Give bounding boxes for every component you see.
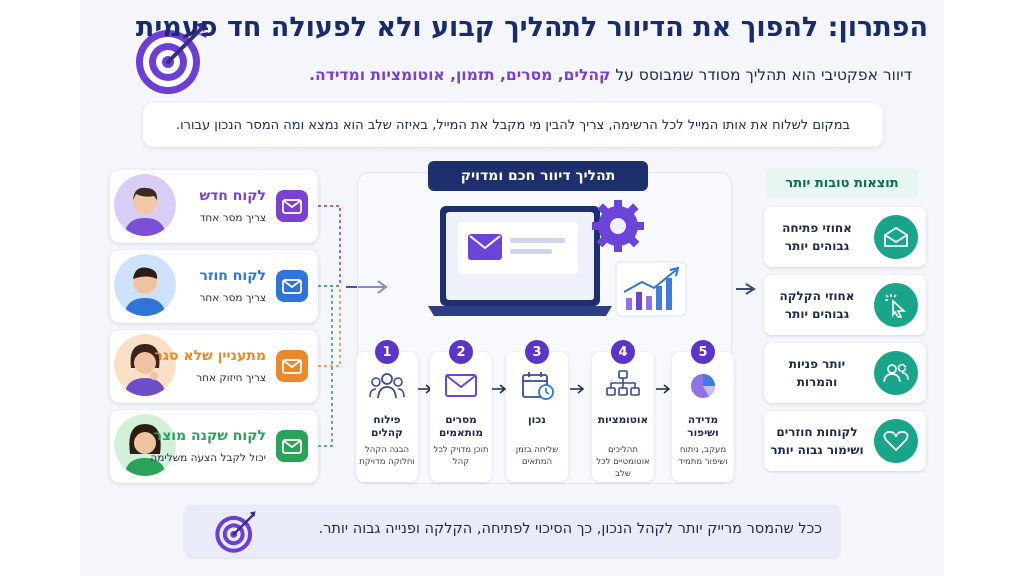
audience-subtitle: צריך חיזוק אחר [196,372,266,384]
step-number: 1 [375,340,399,364]
envelope-icon [276,190,308,222]
page-subtitle: דיוור אפקטיבי הוא תהליך מסודר שמבוסס על … [309,66,912,84]
step-description: הבנה הקהל וחלוקה מדויקת [359,445,415,467]
users-icon [874,351,918,395]
audience-card-purchased: לקוח שקנה מוצר יכול לקבל הצעה משלימה [110,410,318,483]
result-item-open-rate: אחוזי פתיחה גבוהים יותר [764,207,926,267]
step-title: מדידה ושיפור [687,414,719,439]
envelope-icon [276,270,308,302]
open-mail-icon [874,215,918,259]
step-description: מעקב, ניתוח ושיפור מתמיד [678,445,728,467]
process-step-1: 1 פילוח קהלים הבנה הקהל וחלוקה מדויקת [356,340,418,482]
audience-card-returning: לקוח חוזר צריך מסר אחר [110,250,318,323]
subtitle-text: דיוור אפקטיבי הוא תהליך מסודר שמבוסס על [610,66,912,84]
step-description: תהליכים אוטומטיים לכל שלב [596,445,650,479]
result-text: אחוזי פתיחה גבוהים יותר [782,221,852,253]
calendar-clock-icon [522,372,554,400]
envelope-icon [276,350,308,382]
pie-chart-icon [691,374,715,398]
results-label: תוצאות טובות יותר [766,168,918,198]
process-step-5: 5 מדידה ושיפור מעקב, ניתוח ושיפור מתמיד [672,340,734,482]
audience-title: לקוח שקנה מוצר [153,428,266,444]
audience-card-new: לקוח חדש צריך מסר אחד [110,170,318,243]
step-description: תוכן מדויק לכל קהל [433,445,489,467]
process-step-2: 2 מסרים מותאמים תוכן מדויק לכל קהל [430,340,492,482]
audience-title: מתעניין שלא סגר [154,348,266,364]
process-step-4: 4 אוטומציות תהליכים אוטומטיים לכל שלב [592,340,654,482]
envelope-icon [276,430,308,462]
step-title: פילוח קהלים [371,414,403,439]
step-arrows [418,384,671,394]
avatar [114,334,176,396]
result-item-click-rate: אחוזי הקלקה גבוהים יותר [764,275,926,335]
result-text: לקוחות חוזרים ושימור גבוה יותר [770,425,864,457]
flow-icon [606,370,640,396]
intro-box: במקום לשלוח את אותו המייל לכל הרשימה, צר… [143,103,883,147]
step-title: אוטומציות [597,414,649,426]
step-number: 2 [449,340,473,364]
step-title: מסרים מותאמים [438,414,484,439]
process-step-3: 3 נכון שליחה בזמן המתאים [506,340,568,482]
step-number: 3 [525,340,549,364]
page-title: הפתרון: להפוך את הדיוור לתהליך קבוע ולא … [135,12,928,43]
avatar [114,414,176,476]
footer-text: ככל שהמסר מרייק יותר לקהל הנכון, כך הסיכ… [318,521,822,537]
audience-subtitle: צריך מסר אחר [199,292,267,304]
step-title: נכון [528,414,546,426]
result-text: אחוזי הקלקה גבוהים יותר [779,289,855,321]
target-icon [136,22,208,94]
envelope-icon [445,374,477,397]
avatar [114,174,176,236]
step-number: 5 [691,340,715,364]
laptop-illustration [428,200,687,317]
result-item-conversions: יותר פניות והמרות [764,343,926,403]
result-text: יותר פניות והמרות [788,357,846,389]
audience-card-interested: מתעניין שלא סגר צריך חיזוק אחר [110,330,318,403]
subtitle-highlight: קהלים, מסרים, תזמון, אוטומציות ומדידה. [309,66,611,84]
people-icon [369,373,405,399]
process-label: תהליך דיוור חכם ומדויק [428,161,648,191]
step-number: 4 [611,340,635,364]
target-icon [215,511,256,553]
audience-title: לקוח חדש [199,188,266,204]
gear-icon [592,200,644,252]
audience-subtitle: צריך מסר אחד [199,212,266,224]
avatar [114,254,176,316]
step-description: שליחה בזמן המתאים [515,445,559,467]
result-item-retention: לקוחות חוזרים ושימור גבוה יותר [764,411,926,471]
footer-banner: ככל שהמסר מרייק יותר לקהל הנכון, כך הסיכ… [185,505,840,557]
click-icon [874,283,918,327]
heart-icon [874,419,918,463]
audience-title: לקוח חוזר [199,268,266,284]
audience-subtitle: יכול לקבל הצעה משלימה [150,452,266,464]
